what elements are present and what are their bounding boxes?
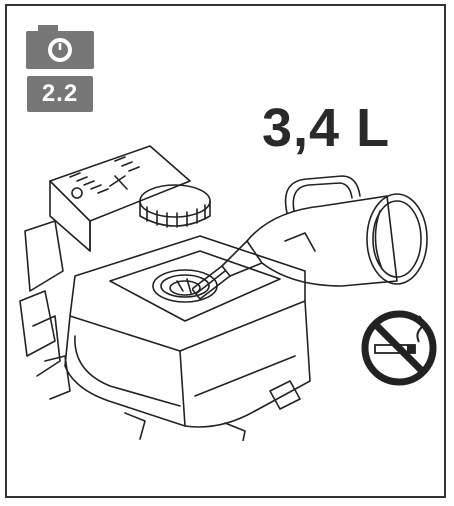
step-number-badge: 2.2 bbox=[27, 76, 93, 112]
instruction-panel: 2.2 3,4 L bbox=[5, 4, 446, 498]
no-smoking-icon bbox=[361, 310, 437, 386]
camera-icon bbox=[26, 25, 94, 69]
fuel-funnel-illustration bbox=[192, 175, 428, 300]
fuel-volume-label: 3,4 L bbox=[262, 98, 391, 158]
fuel-tank-illustration bbox=[19, 145, 316, 441]
